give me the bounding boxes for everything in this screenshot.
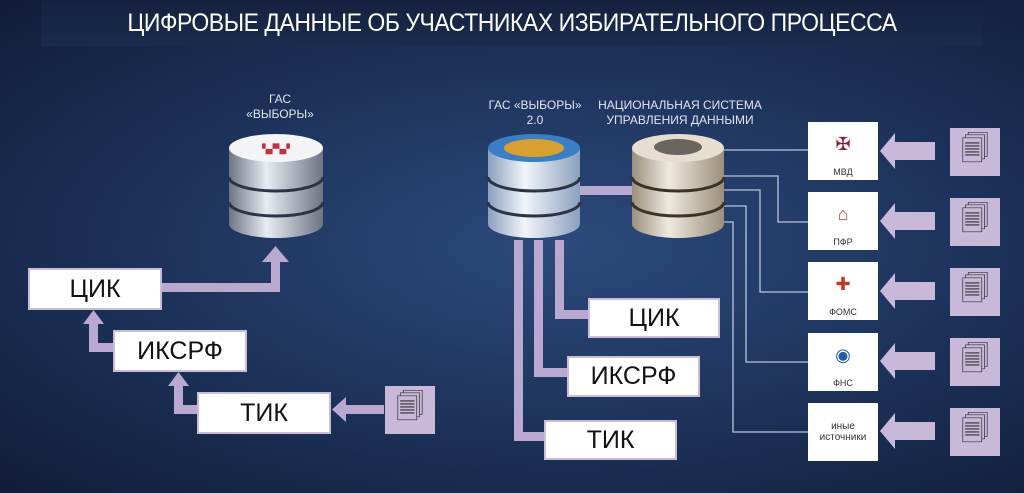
- svg-text:▚▞▚▞: ▚▞▚▞: [261, 143, 291, 155]
- gas2-label-line1: ГАС «ВЫБОРЫ»: [488, 98, 582, 112]
- source-pfr: ⌂ ПФР: [808, 192, 878, 250]
- document-icon: 🗐: [950, 268, 1000, 316]
- source-label: МВД: [833, 167, 853, 177]
- source-mvd: ✠ МВД: [808, 122, 878, 180]
- source-arrows: [880, 133, 935, 449]
- source-label: иные источники: [819, 421, 867, 443]
- left-cik-box: ЦИК: [28, 268, 162, 310]
- pfr-logo-icon: ⌂: [837, 204, 849, 224]
- eagle-emblem-icon: ✠: [835, 134, 851, 154]
- source-fns: ◉ ФНС: [808, 333, 878, 391]
- document-icon: 🗐: [950, 198, 1000, 246]
- gas-label: ГАС«ВЫБОРЫ»: [240, 92, 320, 122]
- right-tik-box: ТИК: [544, 420, 677, 460]
- gas-label-line2: «ВЫБОРЫ»: [246, 107, 314, 121]
- right-cik-box: ЦИК: [588, 298, 720, 338]
- gas-label-line1: ГАС: [268, 92, 292, 106]
- nsud-label-line2: УПРАВЛЕНИЯ ДАННЫМИ: [606, 113, 754, 127]
- document-icon: 🗐: [950, 128, 1000, 176]
- nsud-label-line1: НАЦИОНАЛЬНАЯ СИСТЕМА: [598, 98, 762, 112]
- medical-cross-icon: ✚: [835, 274, 851, 294]
- document-icon: 🗐: [385, 386, 435, 434]
- left-tik-box: ТИК: [197, 392, 331, 434]
- gas-database-icon: ▚▞▚▞: [227, 134, 325, 238]
- source-label: ФОМС: [829, 307, 857, 317]
- nsud-database-icon: [630, 134, 726, 238]
- page-title: ЦИФРОВЫЕ ДАННЫЕ ОБ УЧАСТНИКАХ ИЗБИРАТЕЛЬ…: [40, 0, 984, 46]
- source-label: ПФР: [833, 237, 853, 247]
- document-icon: 🗐: [950, 338, 1000, 386]
- right-iksrf-box: ИКСРФ: [567, 356, 700, 397]
- gas2-database-icon: [486, 134, 582, 238]
- source-foms: ✚ ФОМС: [808, 262, 878, 320]
- source-other: иные источники: [808, 403, 878, 461]
- source-label: ФНС: [833, 378, 853, 388]
- fns-emblem-icon: ◉: [835, 345, 851, 365]
- left-iksrf-box: ИКСРФ: [113, 330, 247, 372]
- gas2-label-line2: 2.0: [526, 113, 544, 127]
- gas2-label: ГАС «ВЫБОРЫ»2.0: [480, 98, 590, 128]
- document-icon: 🗐: [950, 408, 1000, 456]
